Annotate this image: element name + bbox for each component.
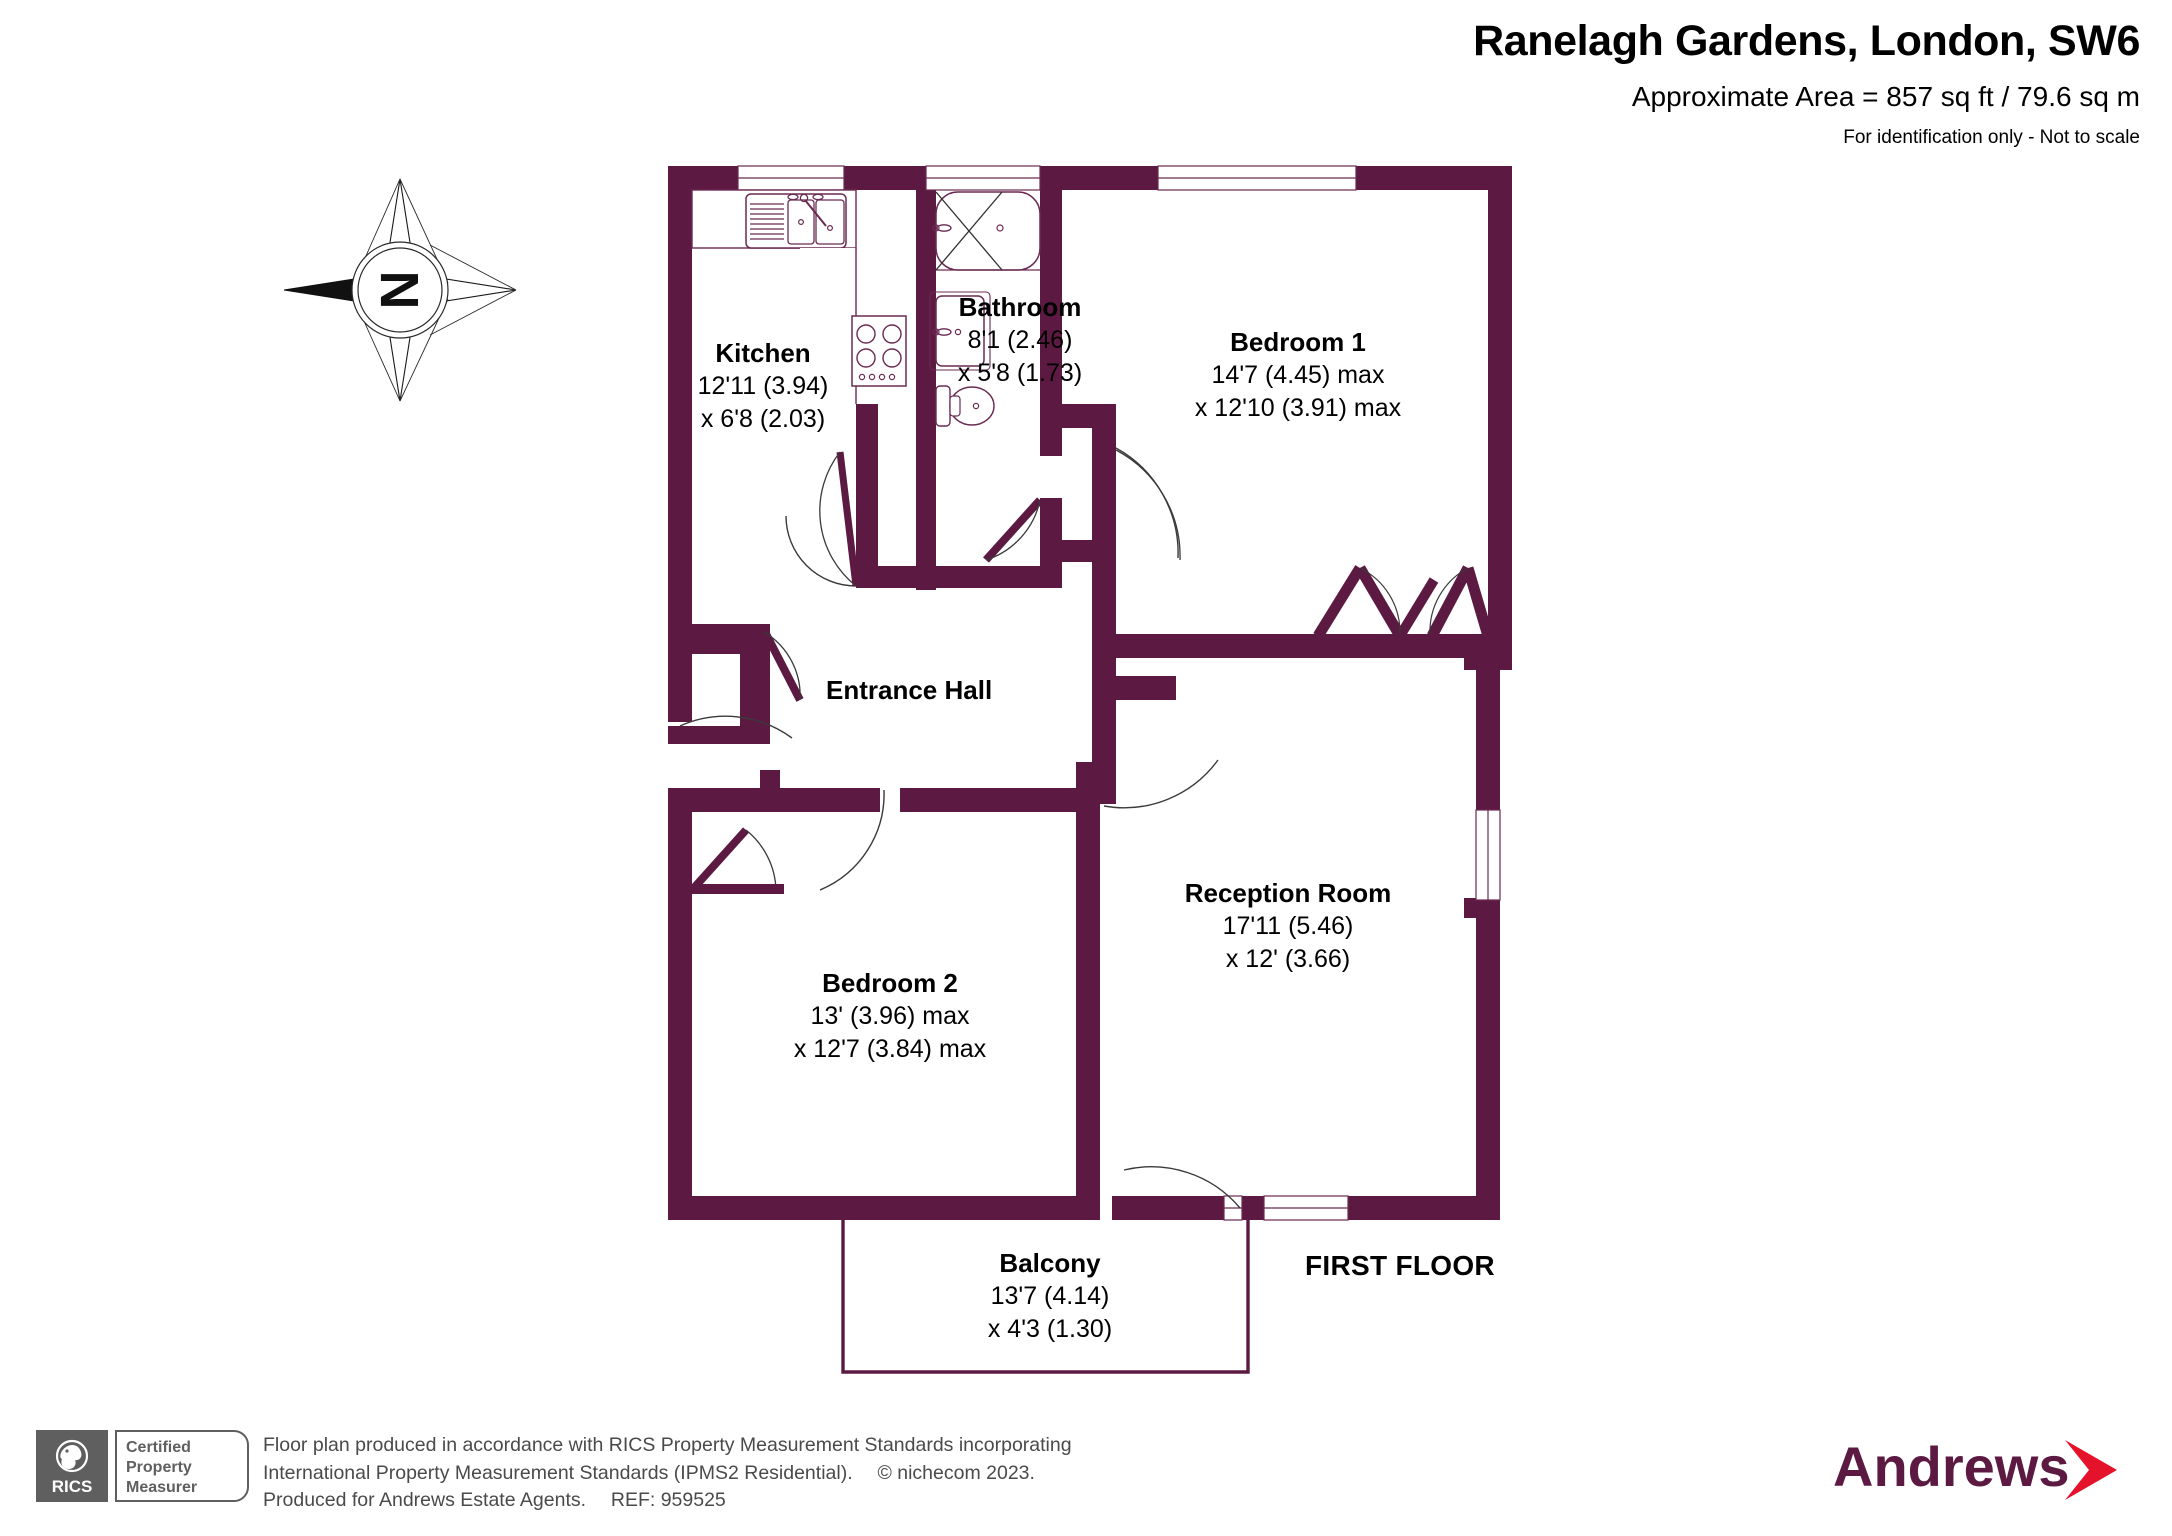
door-bedroom-2 [819, 789, 885, 891]
door-bedroom-1 [1115, 447, 1181, 561]
window-bathroom [925, 165, 1041, 191]
door-bedroom-2-cupboard [688, 827, 784, 894]
rics-badge-line-3: Measurer [126, 1479, 197, 1496]
window-reception-bottom [1223, 1195, 1349, 1221]
reception-room-name: Reception Room [1184, 878, 1392, 908]
rics-badge-line-2: Property [126, 1459, 192, 1476]
footer-disclaimer-text: Floor plan produced in accordance with R… [263, 1432, 1072, 1515]
rics-mark: RICS [52, 1477, 93, 1496]
floor-level-label: FIRST FLOOR [1305, 1250, 1495, 1281]
bedroom-1-name: Bedroom 1 [1230, 327, 1366, 357]
doors [679, 447, 1241, 1209]
page-title: Ranelagh Gardens, London, SW6 [1473, 17, 2140, 65]
footer-line-2: International Property Measurement Stand… [263, 1460, 1072, 1488]
door-kitchen [785, 451, 860, 587]
plan-header: Ranelagh Gardens, London, SW6 Approximat… [1473, 17, 2140, 149]
kitchen-dim-2: x 6'8 (2.03) [700, 405, 826, 434]
footer-line-1: Floor plan produced in accordance with R… [263, 1434, 1072, 1456]
room-label-bathroom: Bathroom 8'1 (2.46) x 5'8 (1.73) [920, 290, 1120, 390]
bath-icon [932, 191, 1041, 271]
kitchen-dim-1: 12'11 (3.94) [697, 372, 829, 401]
double-sink-icon [745, 193, 847, 249]
basin-icon [929, 291, 991, 371]
rics-certified-property-measurer-badge: RICS Certified Property Measurer [36, 1430, 251, 1508]
bathroom-dim-1: 8'1 (2.46) [967, 326, 1073, 355]
bedroom-2-dim-1: 13' (3.96) max [810, 1002, 970, 1031]
window-bedroom-1 [1157, 165, 1357, 191]
andrews-wordmark: Andrews [1833, 1435, 2070, 1498]
room-label-reception-room: Reception Room 17'11 (5.46) x 12' (3.66) [1138, 876, 1438, 976]
rics-badge-line-1: Certified [126, 1439, 191, 1456]
door-reception [1103, 759, 1219, 809]
bathroom-dim-2: x 5'8 (1.73) [957, 359, 1083, 388]
room-label-bedroom-1: Bedroom 1 14'7 (4.45) max x 12'10 (3.91)… [1148, 325, 1448, 425]
door-balcony [1123, 1166, 1241, 1209]
balcony-name: Balcony [999, 1248, 1101, 1278]
room-label-kitchen: Kitchen 12'11 (3.94) x 6'8 (2.03) [648, 336, 878, 436]
kitchen-name: Kitchen [715, 338, 811, 368]
footer-line-3a: Produced for Andrews Estate Agents. [263, 1489, 587, 1512]
balcony-dim-2: x 4'3 (1.30) [987, 1315, 1113, 1344]
wc-icon [935, 385, 995, 427]
rics-lion-icon [55, 1439, 89, 1473]
reception-room-dim-1: 17'11 (5.46) [1222, 912, 1354, 941]
footer-line-3: Produced for Andrews Estate Agents. REF:… [263, 1487, 1072, 1515]
bathroom-fixtures [929, 191, 1041, 427]
bedroom-2-name: Bedroom 2 [822, 968, 958, 998]
door-entrance [679, 715, 793, 739]
compass-rose-icon: N [280, 175, 520, 405]
balcony-dim-1: 13'7 (4.14) [990, 1282, 1110, 1311]
hob-icon [851, 315, 907, 387]
room-label-entrance-hall: Entrance Hall [826, 675, 993, 705]
bedroom-1-dim-2: x 12'10 (3.91) max [1194, 394, 1402, 423]
wardrobe-doors-icon [1313, 565, 1494, 639]
balcony-outline [841, 1218, 1250, 1374]
bathroom-name: Bathroom [958, 292, 1082, 322]
bedroom-1-dim-1: 14'7 (4.45) max [1211, 361, 1385, 390]
kitchen-fixtures [691, 189, 907, 406]
windows [737, 165, 1501, 1221]
chevron-right-icon [2065, 1440, 2117, 1500]
room-label-bedroom-2: Bedroom 2 13' (3.96) max x 12'7 (3.84) m… [740, 966, 1040, 1066]
window-kitchen [737, 165, 845, 191]
footer-line-2a: International Property Measurement Stand… [263, 1461, 853, 1484]
door-bathroom [983, 497, 1043, 563]
disclaimer-text: For identification only - Not to scale [1843, 127, 2140, 149]
room-label-balcony: Balcony 13'7 (4.14) x 4'3 (1.30) [940, 1246, 1160, 1346]
footer-line-2b: © nichecom 2023. [877, 1461, 1035, 1484]
walls [668, 166, 1512, 1220]
reception-room-dim-2: x 12' (3.66) [1225, 945, 1351, 974]
door-hall-cupboard [760, 628, 804, 702]
andrews-brand-logo[interactable]: Andrews [1833, 1424, 2148, 1516]
approximate-area-text: Approximate Area = 857 sq ft / 79.6 sq m [1631, 81, 2140, 113]
footer-line-3b: REF: 959525 [610, 1489, 726, 1512]
bedroom-2-dim-2: x 12'7 (3.84) max [793, 1035, 987, 1064]
compass-north-letter: N [370, 271, 430, 310]
window-reception-side [1475, 809, 1501, 901]
